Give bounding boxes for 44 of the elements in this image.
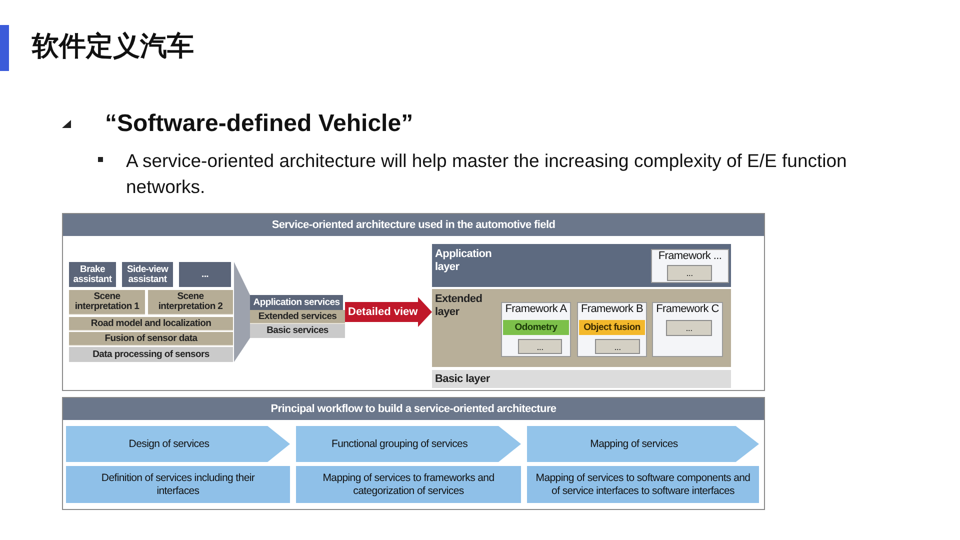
service-box: Object fusion [579,320,645,335]
function-block: Scene interpretation 2 [148,290,233,315]
placeholder-box: ... [518,339,562,354]
function-block: Brake assistant [69,262,118,287]
step-box: Definition of services including their interfaces [66,466,290,503]
framework-title: Framework B [580,304,644,314]
function-block: ... [179,262,233,287]
placeholder-box: ... [595,339,640,354]
chevron-step: Functional grouping of services [296,426,521,462]
function-block: Scene interpretation 1 [69,290,145,315]
function-block: Basic services [250,324,345,338]
bullet-text: A service-oriented architecture will help master the increasing complexity of E/E function networks. [126,149,848,199]
panel-header: Principal workflow to build a service-oriented architecture [63,398,764,420]
placeholder-box: ... [667,265,712,281]
slide-title: 软件定义汽车 [32,30,194,63]
framework-box [652,302,723,357]
heading: “Software-defined Vehicle” [105,110,414,138]
framework-box [651,249,729,283]
service-box: Odometry [503,320,569,335]
framework-box [501,302,571,357]
function-block: Extended services [250,310,345,324]
chevron-step: Design of services [66,426,290,462]
framework-box [577,302,647,357]
layer-label: Extended layer [435,293,484,319]
chevron-step: Mapping of services [527,426,759,462]
layer-band: Basic layer [432,370,731,388]
function-block: Road model and localization [69,317,233,331]
arrow [345,297,432,327]
placeholder-box: ... [666,320,712,336]
layer-band [432,289,731,367]
framework-title: Framework C [655,304,720,314]
layer-label: Application layer [435,248,493,274]
framework-title: Framework A [504,304,568,314]
function-block: Data processing of sensors [69,347,233,362]
step-box: Mapping of services to software components and of service interfaces to software interfaces [527,466,759,503]
panel-header: Service-oriented architecture used in the automotive field [63,214,764,236]
layer-band [432,244,731,287]
step-box: Mapping of services to frameworks and categorization of services [296,466,521,503]
function-block: Application services [250,295,345,310]
panel [62,397,765,510]
panel [62,213,765,391]
framework-title: Framework ... [657,251,723,261]
function-block: Side-view assistant [122,262,175,287]
function-block: Fusion of sensor data [69,332,233,346]
